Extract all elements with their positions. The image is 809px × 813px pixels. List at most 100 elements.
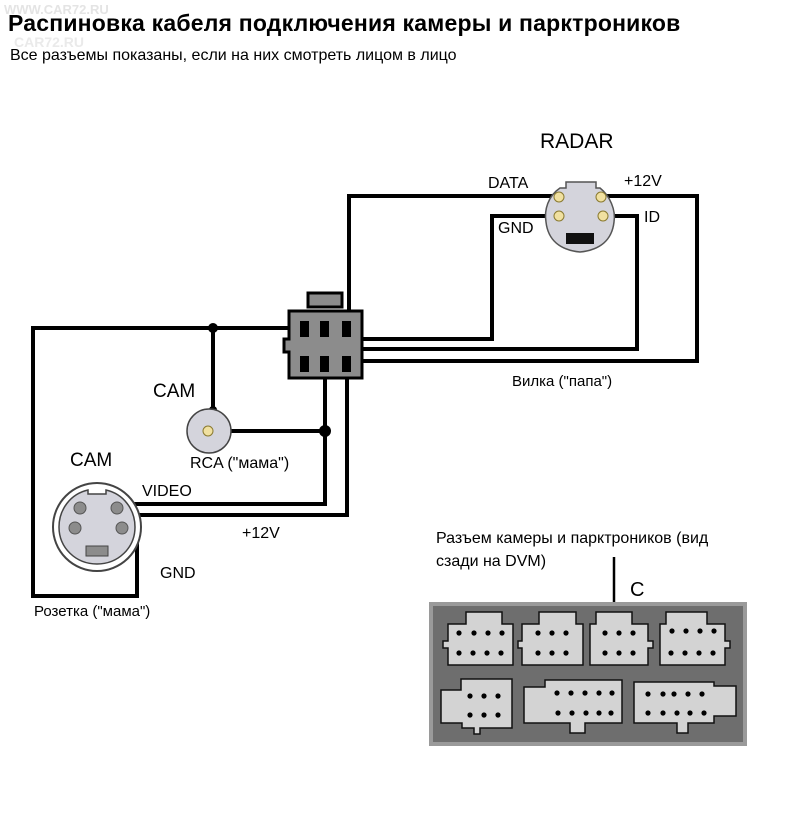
dvm-pin-dot	[596, 690, 602, 696]
dvm-pin-dot	[660, 710, 666, 716]
dvm-pin-dot	[535, 630, 541, 636]
rca-center-pin	[202, 425, 214, 437]
watermark-url: WWW.CAR72.RU	[4, 2, 109, 17]
cam-pin-gnd	[115, 521, 129, 535]
cam-socket-cam-label: CAM	[70, 450, 112, 471]
radar-pin-id	[597, 210, 609, 222]
page-subtitle: Все разъемы показаны, если на них смотре…	[10, 47, 457, 64]
dvm-connector-panel: Разъем камеры и парктроников (вид сзади …	[429, 530, 747, 746]
dvm-pin-dot	[583, 710, 589, 716]
junction-dot	[208, 323, 218, 333]
plug-pin	[342, 321, 351, 337]
wire-radar-data	[347, 194, 557, 328]
dvm-pin-dot	[609, 690, 615, 696]
dvm-pin-dot	[471, 630, 477, 636]
dvm-pin-dot	[569, 710, 575, 716]
cam-socket-label: Розетка ("мама")	[34, 603, 150, 620]
cam-pin	[73, 501, 87, 515]
dvm-caption-line1: Разъем камеры и парктроников (вид	[436, 530, 709, 547]
plug-pin	[320, 321, 329, 337]
rca-cam-label: CAM	[153, 381, 195, 402]
dvm-pin-dot	[499, 630, 505, 636]
dvm-pin-dot	[484, 650, 490, 656]
plug-tab	[306, 291, 344, 309]
dvm-pin-dot	[535, 650, 541, 656]
dvm-pin-dot	[467, 712, 473, 718]
dvm-pin-dot	[554, 690, 560, 696]
radar-connector: RADAR DATA +12V GND ID	[488, 130, 662, 253]
plug-pin	[300, 321, 309, 337]
dvm-pin-dot	[495, 712, 501, 718]
dvm-pin-dot	[674, 710, 680, 716]
dvm-pin-dot	[687, 710, 693, 716]
cam-pin	[68, 521, 82, 535]
plug-pin	[300, 356, 309, 372]
radar-key	[566, 233, 594, 244]
dvm-pin-dot	[549, 650, 555, 656]
dvm-pin-dot	[671, 691, 677, 697]
plug-pin	[342, 356, 351, 372]
dvm-caption-line2: сзади на DVM)	[436, 553, 546, 570]
dvm-pin-dot	[555, 710, 561, 716]
dvm-pin-dot	[582, 690, 588, 696]
dvm-pin-dot	[616, 650, 622, 656]
dvm-dots	[456, 628, 717, 718]
rca-label: RCA ("мама")	[190, 455, 289, 472]
dvm-pin-dot	[456, 630, 462, 636]
dvm-pin-dot	[549, 630, 555, 636]
six-pin-plug: Вилка ("папа")	[282, 291, 612, 390]
radar-pin-data-label: DATA	[488, 175, 529, 192]
cam-pin-power-label: +12V	[242, 525, 280, 542]
wire-video	[121, 372, 327, 506]
dvm-pin-dot	[711, 628, 717, 634]
wire-radar-power	[349, 194, 699, 363]
dvm-pin-dot	[470, 650, 476, 656]
dvm-pin-dot	[645, 710, 651, 716]
dvm-block-5	[440, 678, 513, 735]
dvm-pin-dot	[568, 690, 574, 696]
radar-label: RADAR	[540, 130, 614, 153]
plug-label: Вилка ("папа")	[512, 373, 612, 390]
cam-pin-video-label: VIDEO	[142, 483, 192, 500]
dvm-pin-dot	[696, 650, 702, 656]
dvm-pin-dot	[456, 650, 462, 656]
watermark-logo: CAR72.RU	[14, 34, 85, 50]
dvm-pointer-label: C	[630, 579, 644, 601]
dvm-pin-dot	[485, 630, 491, 636]
cam-pin-gnd-label: GND	[160, 565, 196, 582]
dvm-pin-dot	[563, 650, 569, 656]
dvm-pin-dot	[495, 693, 501, 699]
dvm-pin-dot	[596, 710, 602, 716]
dvm-pin-dot	[682, 650, 688, 656]
dvm-pin-dot	[481, 712, 487, 718]
dvm-pin-dot	[630, 630, 636, 636]
dvm-pin-dot	[630, 650, 636, 656]
dvm-pin-dot	[685, 691, 691, 697]
dvm-pin-dot	[710, 650, 716, 656]
radar-pin-power-label: +12V	[624, 173, 662, 190]
dvm-pin-dot	[645, 691, 651, 697]
dvm-pin-dot	[467, 693, 473, 699]
cam-socket: CAM VIDEO +12V GND Розетка ("мама")	[34, 450, 280, 620]
dvm-block-7	[633, 681, 737, 734]
radar-pin-id-label: ID	[644, 209, 660, 226]
radar-pin-power	[595, 191, 607, 203]
dvm-pin-dot	[602, 630, 608, 636]
dvm-pin-dot	[699, 691, 705, 697]
dvm-pin-dot	[563, 630, 569, 636]
dvm-pin-dot	[668, 650, 674, 656]
dvm-pin-dot	[498, 650, 504, 656]
rca-connector: CAM RCA ("мама")	[153, 381, 289, 472]
page-title: Распиновка кабеля подключения камеры и п…	[8, 10, 681, 36]
radar-pin-gnd	[553, 210, 565, 222]
radar-pin-gnd-label: GND	[498, 220, 534, 237]
cam-pin-video	[110, 501, 124, 515]
junction-dot	[319, 425, 331, 437]
dvm-pin-dot	[602, 650, 608, 656]
radar-pin-data	[553, 191, 565, 203]
dvm-pin-dot	[683, 628, 689, 634]
dvm-pin-dot	[701, 710, 707, 716]
cam-key	[85, 545, 109, 557]
dvm-pin-dot	[669, 628, 675, 634]
